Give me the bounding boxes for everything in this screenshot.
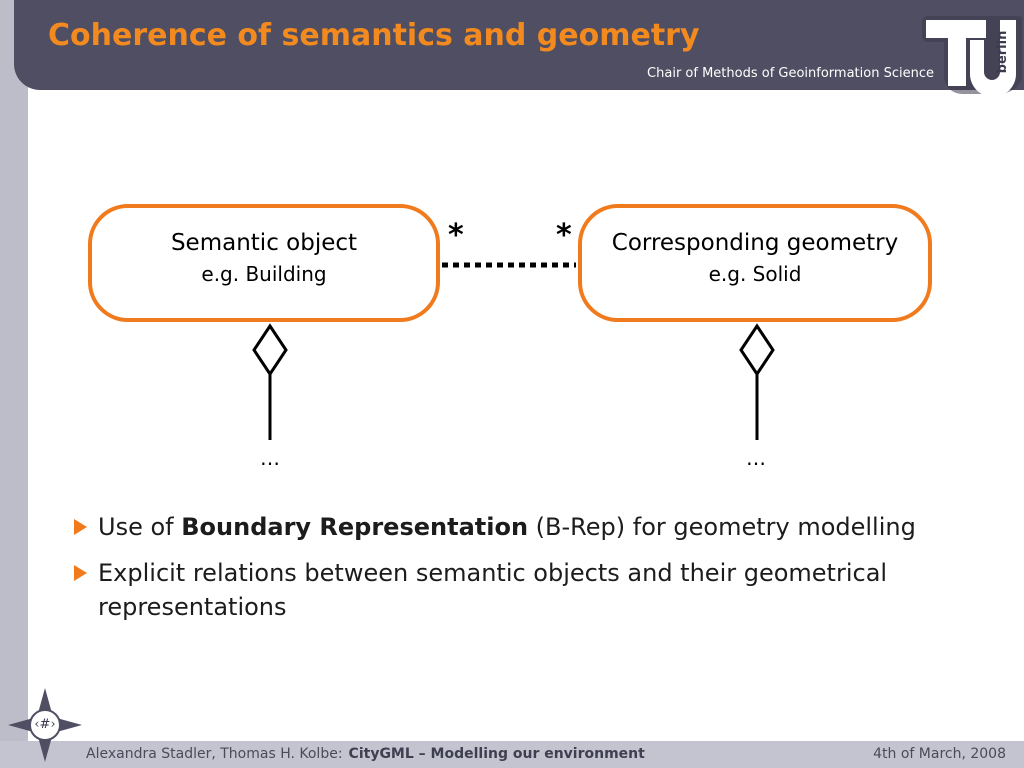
footer-authors: Alexandra Stadler, Thomas H. Kolbe: CityG… xyxy=(86,746,645,762)
navigation-compass-icon[interactable]: ‹#› xyxy=(6,686,84,764)
footer-date: 4th of March, 2008 xyxy=(873,746,1006,762)
bullet-text-prefix: Use of xyxy=(98,513,182,541)
slide-title: Coherence of semantics and geometry xyxy=(48,18,700,53)
geometry-box: Corresponding geometry e.g. Solid xyxy=(578,204,932,322)
multiplicity-right: * xyxy=(556,218,572,253)
logo-text: berlin xyxy=(995,31,1010,74)
ellipsis-right: … xyxy=(746,446,766,470)
chair-name: Chair of Methods of Geoinformation Scien… xyxy=(647,66,934,81)
box-name: Semantic object xyxy=(170,230,358,256)
aggregation-diamond-icon xyxy=(252,323,288,377)
authors-text: Alexandra Stadler, Thomas H. Kolbe: xyxy=(86,746,343,762)
box-example: e.g. Solid xyxy=(708,262,802,286)
bullet-text-bold: Boundary Representation xyxy=(181,513,529,541)
bullet-text: Explicit relations between semantic obje… xyxy=(98,559,888,621)
bullet-text-suffix: (B-Rep) for geometry modelling xyxy=(528,513,916,541)
project-title: CityGML – Modelling our environment xyxy=(348,746,645,762)
ellipsis-left: … xyxy=(260,446,280,470)
list-item: Explicit relations between semantic obje… xyxy=(74,556,974,624)
multiplicity-left: * xyxy=(448,218,464,253)
header-band xyxy=(14,0,1024,90)
slide-number-label: ‹#› xyxy=(34,717,56,732)
compass-shape xyxy=(8,688,82,762)
box-example: e.g. Building xyxy=(201,262,327,286)
bullet-triangle-icon xyxy=(74,519,87,535)
bullet-triangle-icon xyxy=(74,565,87,581)
box-name: Corresponding geometry xyxy=(611,230,899,256)
footer-band xyxy=(0,741,1024,768)
uml-diagram xyxy=(252,262,775,440)
tu-berlin-logo-icon: berlin xyxy=(922,16,1022,97)
left-side-band xyxy=(0,0,28,768)
semantic-object-box: Semantic object e.g. Building xyxy=(88,204,440,322)
list-item: Use of Boundary Representation (B-Rep) f… xyxy=(74,510,974,544)
bullet-list: Use of Boundary Representation (B-Rep) f… xyxy=(74,510,974,636)
aggregation-diamond-icon xyxy=(739,323,775,377)
